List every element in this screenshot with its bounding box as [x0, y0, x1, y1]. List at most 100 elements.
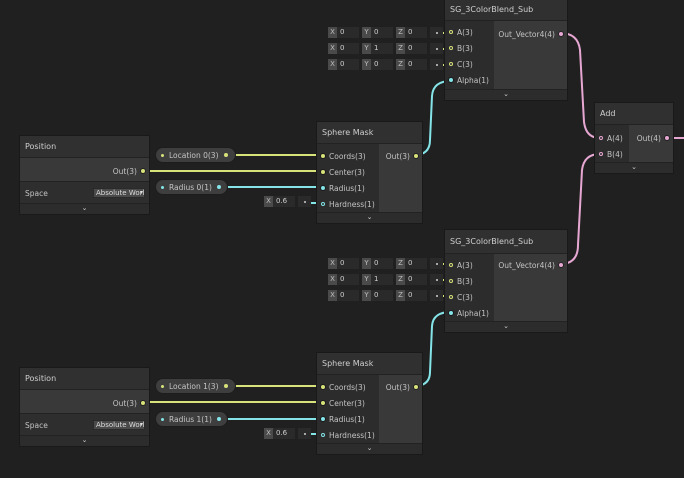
property-radius-1[interactable]: Radius 1(1)	[155, 411, 228, 427]
field-value-z[interactable]: 0	[405, 27, 427, 38]
port-out-dot[interactable]	[559, 32, 563, 36]
field-value-x[interactable]: 0	[337, 43, 359, 54]
port-a-dot[interactable]	[599, 136, 603, 140]
field-value-y[interactable]: 1	[371, 274, 393, 285]
port-center-dot[interactable]	[321, 401, 325, 405]
blend-node-bottom[interactable]: SG_3ColorBlend_Sub A(3) B(3) C(3) Alpha(…	[444, 229, 568, 333]
field-value-z[interactable]: 0	[405, 43, 427, 54]
field-value-y[interactable]: 0	[371, 290, 393, 301]
port-out[interactable]: Out(3)	[382, 150, 418, 162]
port-out-dot[interactable]	[414, 385, 418, 389]
collapse-toggle[interactable]: ⌄	[20, 435, 149, 446]
port-out-vector4[interactable]: Out_Vector4(4)	[494, 259, 563, 271]
port-hardness-dot[interactable]	[321, 202, 325, 206]
port-b[interactable]: B(4)	[599, 148, 627, 160]
port-out[interactable]: Out(3)	[109, 397, 145, 409]
port-c[interactable]: C(3)	[449, 291, 477, 303]
field-value-z[interactable]: 0	[405, 274, 427, 285]
field-value-x[interactable]: 0	[337, 258, 359, 269]
port-out-dot[interactable]	[141, 401, 145, 405]
hardness-value[interactable]: 0.6	[273, 196, 295, 207]
field-value-y[interactable]: 1	[371, 43, 393, 54]
port-radius[interactable]: Radius(1)	[321, 182, 369, 194]
port-coords-dot[interactable]	[321, 385, 325, 389]
add-node[interactable]: Add A(4) B(4) Out(4) ⌄	[594, 102, 674, 174]
field-value-z[interactable]: 0	[405, 290, 427, 301]
port-b-dot[interactable]	[599, 152, 603, 156]
hardness-field-bottom[interactable]: X 0.6	[264, 428, 311, 439]
property-out-dot[interactable]	[223, 153, 228, 157]
position-node-top[interactable]: Position Out(3) Space Absolute World ▾ ⌄	[19, 135, 150, 215]
property-location-0[interactable]: Location 0(3)	[155, 147, 236, 163]
port-alpha[interactable]: Alpha(1)	[449, 307, 493, 319]
port-b-dot[interactable]	[449, 46, 453, 50]
port-out[interactable]: Out(4)	[633, 132, 669, 144]
port-c-dot[interactable]	[449, 62, 453, 66]
port-out-dot[interactable]	[665, 136, 669, 140]
property-radius-0[interactable]: Radius 0(1)	[155, 179, 228, 195]
port-alpha[interactable]: Alpha(1)	[449, 74, 493, 86]
port-out-vector4[interactable]: Out_Vector4(4)	[494, 28, 563, 40]
property-out-dot[interactable]	[216, 185, 221, 189]
field-value-z[interactable]: 0	[405, 59, 427, 70]
field-value-y[interactable]: 0	[371, 27, 393, 38]
port-a-dot[interactable]	[449, 30, 453, 34]
collapse-toggle[interactable]: ⌄	[20, 203, 149, 214]
port-center[interactable]: Center(3)	[321, 166, 369, 178]
port-radius-dot[interactable]	[321, 417, 325, 421]
space-dropdown[interactable]: Absolute World ▾	[93, 420, 145, 430]
port-hardness[interactable]: Hardness(1)	[321, 429, 379, 441]
port-hardness-dot[interactable]	[321, 433, 325, 437]
collapse-toggle[interactable]: ⌄	[595, 162, 673, 173]
port-out-dot[interactable]	[141, 169, 145, 173]
port-hardness[interactable]: Hardness(1)	[321, 198, 379, 210]
port-out-dot[interactable]	[414, 154, 418, 158]
field-value-x[interactable]: 0	[337, 59, 359, 70]
position-node-bottom[interactable]: Position Out(3) Space Absolute World ▾ ⌄	[19, 367, 150, 447]
port-a[interactable]: A(4)	[599, 132, 627, 144]
port-b[interactable]: B(3)	[449, 275, 477, 287]
port-c-dot[interactable]	[449, 295, 453, 299]
port-out-dot[interactable]	[559, 263, 563, 267]
port-coords[interactable]: Coords(3)	[321, 381, 370, 393]
port-center-dot[interactable]	[321, 170, 325, 174]
field-value-x[interactable]: 0	[337, 27, 359, 38]
collapse-toggle[interactable]: ⌄	[317, 212, 422, 223]
sphere-mask-node-top[interactable]: Sphere Mask Coords(3) Center(3) Radius(1…	[316, 121, 423, 224]
field-value-x[interactable]: 0	[337, 290, 359, 301]
port-coords-dot[interactable]	[321, 154, 325, 158]
property-location-1[interactable]: Location 1(3)	[155, 378, 236, 394]
field-value-y[interactable]: 0	[371, 59, 393, 70]
field-value-x[interactable]: 0	[337, 274, 359, 285]
collapse-toggle[interactable]: ⌄	[445, 89, 567, 100]
collapse-toggle[interactable]: ⌄	[317, 443, 422, 454]
port-out[interactable]: Out(3)	[109, 165, 145, 177]
port-radius-dot[interactable]	[321, 186, 325, 190]
port-out[interactable]: Out(3)	[382, 381, 418, 393]
collapse-toggle[interactable]: ⌄	[445, 321, 567, 332]
property-out-dot[interactable]	[216, 417, 221, 421]
sphere-mask-node-bottom[interactable]: Sphere Mask Coords(3) Center(3) Radius(1…	[316, 352, 423, 455]
port-a[interactable]: A(3)	[449, 259, 477, 271]
port-alpha-dot[interactable]	[449, 78, 453, 82]
hardness-value[interactable]: 0.6	[273, 428, 295, 439]
port-radius[interactable]: Radius(1)	[321, 413, 369, 425]
property-out-dot[interactable]	[223, 384, 228, 388]
port-b-dot[interactable]	[449, 279, 453, 283]
port-b[interactable]: B(3)	[449, 42, 477, 54]
field-value-y[interactable]: 0	[371, 258, 393, 269]
port-center[interactable]: Center(3)	[321, 397, 369, 409]
port-alpha-dot[interactable]	[449, 311, 453, 315]
field-value-z[interactable]: 0	[405, 258, 427, 269]
port-a-dot[interactable]	[449, 263, 453, 267]
space-dropdown[interactable]: Absolute World ▾	[93, 188, 145, 198]
port-a[interactable]: A(3)	[449, 26, 477, 38]
port-coords[interactable]: Coords(3)	[321, 150, 370, 162]
blend-node-top[interactable]: SG_3ColorBlend_Sub A(3) B(3) C(3) Alpha(…	[444, 0, 568, 101]
